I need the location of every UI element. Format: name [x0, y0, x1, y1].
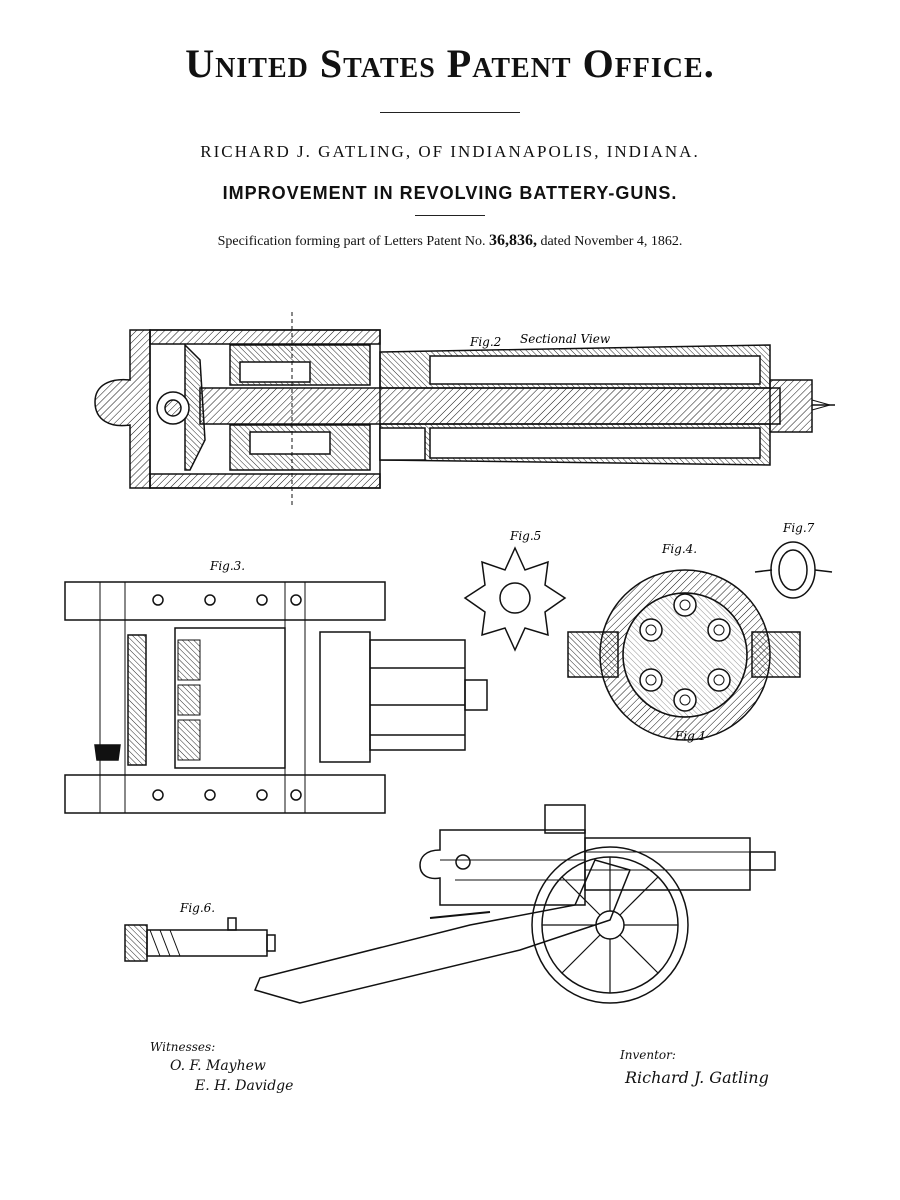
figure-7-ring — [754, 541, 833, 599]
figure-6-lock — [124, 917, 276, 962]
inventor-line: RICHARD J. GATLING, OF INDIANAPOLIS, IND… — [200, 142, 700, 161]
patent-title: IMPROVEMENT IN REVOLVING BATTERY-GUNS. — [222, 183, 678, 203]
witness-signature-1: O. F. Mayhew — [170, 1058, 266, 1074]
fig5-label: Fig.5 — [509, 529, 541, 543]
gatling-gun-on-carriage — [253, 804, 776, 1004]
fig3-label: Fig.3. — [209, 559, 245, 573]
fig2-label: Fig.2 — [469, 335, 501, 349]
figure-3-plan-view — [64, 581, 488, 814]
fig2-caption: Sectional View — [520, 332, 611, 346]
inventor-signature: Richard J. Gatling — [625, 1068, 769, 1087]
figure-4-cross-section — [567, 569, 801, 741]
muzzle-mark — [811, 399, 832, 411]
divider — [415, 215, 485, 216]
specification-line: Specification forming part of Letters Pa… — [0, 232, 900, 250]
patent-number: 36,836, — [488, 232, 537, 249]
witness-signature-2: E. H. Davidge — [195, 1078, 294, 1094]
spec-prefix: Specification forming part of Letters Pa… — [217, 234, 486, 249]
spec-suffix: dated November 4, 1862. — [540, 234, 683, 249]
fig1-label: Fig.1 — [674, 729, 706, 743]
patent-drawings: Fig.2 Sectional View Fig.3. Fig.5 — [64, 312, 835, 1004]
divider — [380, 112, 520, 113]
fig7-label: Fig.7 — [782, 521, 815, 535]
figure-2-sectional-view — [94, 312, 835, 505]
fig6-label: Fig.6. — [179, 901, 215, 915]
witnesses-label: Witnesses: — [150, 1040, 216, 1054]
inventor-label: Inventor: — [620, 1048, 676, 1062]
patent-office-heading: United States Patent Office. — [185, 41, 715, 86]
fig4-label: Fig.4. — [661, 542, 697, 556]
figure-5-star-wheel — [463, 546, 567, 652]
